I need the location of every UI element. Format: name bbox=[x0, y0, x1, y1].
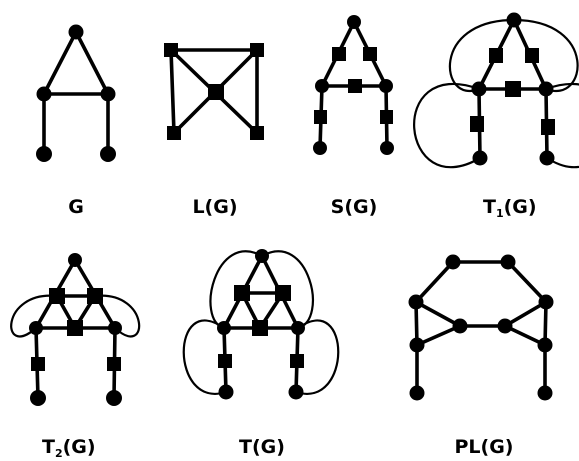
label-t2: T2(G) bbox=[42, 436, 96, 460]
graph-subdivision bbox=[313, 15, 394, 155]
label-t1: T1(G) bbox=[483, 196, 537, 220]
graph-g bbox=[36, 24, 116, 162]
graph-t2 bbox=[10, 253, 141, 406]
label-line-graph: L(G) bbox=[192, 196, 237, 218]
graph-line-graph bbox=[164, 43, 264, 140]
label-subdivision: S(G) bbox=[331, 196, 378, 218]
label-t2-main: T bbox=[42, 436, 55, 458]
label-t1-subscript: 1 bbox=[496, 207, 504, 220]
graph-pl bbox=[408, 254, 554, 401]
label-total: T(G) bbox=[239, 436, 285, 458]
label-pl: PL(G) bbox=[455, 436, 514, 458]
graph-t1 bbox=[413, 12, 579, 169]
label-t2-subscript: 2 bbox=[55, 447, 63, 460]
label-g: G bbox=[68, 196, 84, 218]
label-t1-rest: (G) bbox=[504, 196, 537, 218]
graph-total bbox=[182, 249, 340, 400]
label-t1-main: T bbox=[483, 196, 496, 218]
label-t2-rest: (G) bbox=[63, 436, 96, 458]
